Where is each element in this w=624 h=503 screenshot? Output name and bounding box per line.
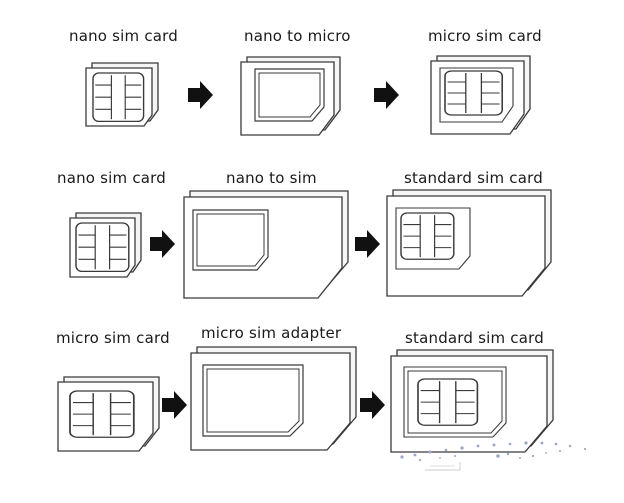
- sparkle-trail: [400, 441, 587, 462]
- row1-nano-to-micro-adapter: [240, 56, 341, 136]
- row3-arrow-1-icon: [162, 391, 187, 419]
- row3-arrow-2-icon: [360, 391, 385, 419]
- row2-result-label: standard sim card: [404, 169, 543, 187]
- row1-arrow-1-icon: [188, 81, 213, 109]
- row2-source-label: nano sim card: [57, 169, 166, 187]
- row1-micro-sim-card: [430, 55, 531, 135]
- row3-result-label: standard sim card: [405, 329, 544, 347]
- row3-standard-sim-card: [390, 349, 554, 453]
- row1-nano-sim-card: [85, 62, 159, 127]
- row1-adapter-label: nano to micro: [244, 27, 351, 45]
- row3-micro-sim-adapter: [190, 346, 357, 451]
- row2-adapter-label: nano to sim: [226, 169, 317, 187]
- row1-source-label: nano sim card: [69, 27, 178, 45]
- row3-adapter-label: micro sim adapter: [201, 324, 342, 342]
- row2-arrow-2-icon: [355, 230, 380, 258]
- row2-nano-sim-card: [69, 212, 142, 278]
- row1-arrow-2-icon: [374, 81, 399, 109]
- row1-result-label: micro sim card: [428, 27, 542, 45]
- row2-standard-sim-card: [386, 189, 552, 297]
- row3-source-label: micro sim card: [56, 329, 170, 347]
- row3-micro-sim-card: [57, 376, 160, 452]
- faint-card-edge: [425, 462, 461, 471]
- row2-nano-to-sim-adapter: [183, 190, 349, 299]
- row2-arrow-1-icon: [150, 230, 175, 258]
